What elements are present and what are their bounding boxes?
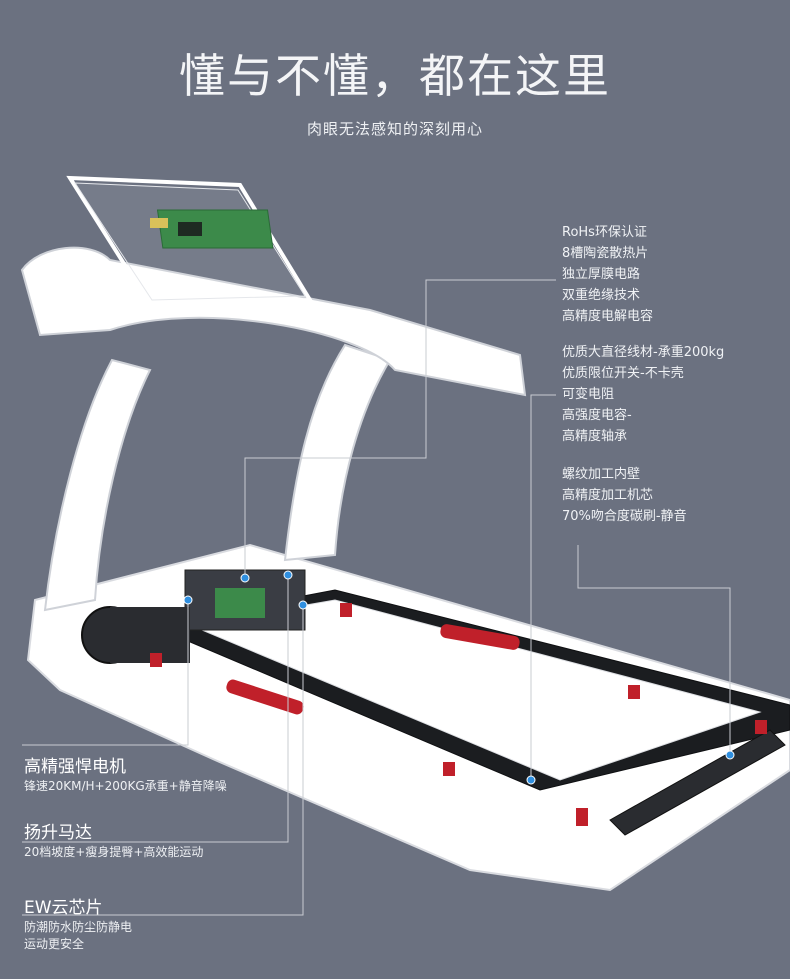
treadmill-console <box>66 175 314 308</box>
spec-line: 高精度电解电容 <box>562 309 654 324</box>
page-subtitle: 肉眼无法感知的深刻用心 <box>306 120 483 138</box>
treadmill-left-upright <box>43 358 152 612</box>
spec-line: RoHs环保认证 <box>562 225 647 240</box>
feature-motor: 高精强悍电机 锋速20KM/H+200KG承重+静音降噪 <box>24 756 227 795</box>
spec-line: 优质大直径线材-承重200kg <box>562 345 725 360</box>
spec-line: 高精度轴承 <box>562 429 628 444</box>
console-circuit-board <box>156 209 274 249</box>
spec-line: 优质限位开关-不卡壳 <box>562 366 684 381</box>
callout-line-incline <box>22 575 289 843</box>
feature-chip: EW云芯片 防潮防水防尘防静电 运动更安全 <box>24 897 132 953</box>
spec-line: 可变电阻 <box>562 387 615 402</box>
spec-line: 螺纹加工内壁 <box>562 467 641 482</box>
spec-line: 高精度加工机芯 <box>562 488 654 503</box>
shock-absorber <box>440 624 520 650</box>
spec-line: 独立厚膜电路 <box>562 267 641 282</box>
callout-dot <box>725 750 735 760</box>
callout-dot <box>526 775 536 785</box>
callout-line-motor <box>22 600 189 746</box>
feature-desc: 防潮防水防尘防静电 <box>24 920 133 934</box>
spec-line: 高强度电容- <box>562 408 632 423</box>
feature-name: EW云芯片 <box>24 898 103 918</box>
spec-group-motor-core: 螺纹加工内壁 高精度加工机芯 70%吻合度碳刷-静音 <box>562 464 787 527</box>
spec-group-control-board: RoHs环保认证 8槽陶瓷散热片 独立厚膜电路 双重绝缘技术 高精度电解电容 <box>562 222 787 327</box>
callout-dot <box>298 600 308 610</box>
spec-line: 双重绝缘技术 <box>562 288 641 303</box>
treadmill-right-upright <box>283 343 392 562</box>
callout-line-motor-spec <box>530 394 556 780</box>
spec-group-components: 优质大直径线材-承重200kg 优质限位开关-不卡壳 可变电阻 高强度电容- 高… <box>562 342 787 447</box>
callout-dot <box>283 570 293 580</box>
feature-name: 扬升马达 <box>24 823 92 843</box>
callout-dot <box>240 573 250 583</box>
feature-incline-motor: 扬升马达 20档坡度+瘦身提臀+高效能运动 <box>24 822 203 861</box>
callout-line-chip <box>22 605 304 916</box>
shock-absorber <box>226 679 304 715</box>
callout-line-board <box>244 279 556 578</box>
feature-desc: 运动更安全 <box>24 937 85 951</box>
feature-desc: 锋速20KM/H+200KG承重+静音降噪 <box>24 779 227 793</box>
treadmill-handrail <box>20 246 527 397</box>
rear-roller <box>609 729 786 836</box>
callout-line-carbon <box>577 545 731 755</box>
spec-line: 70%吻合度碳刷-静音 <box>562 509 687 524</box>
callout-dot <box>183 595 193 605</box>
feature-name: 高精强悍电机 <box>24 757 126 777</box>
feature-desc: 20档坡度+瘦身提臀+高效能运动 <box>24 845 204 859</box>
page-title: 懂与不懂，都在这里 <box>179 49 611 103</box>
spec-line: 8槽陶瓷散热片 <box>562 246 649 261</box>
